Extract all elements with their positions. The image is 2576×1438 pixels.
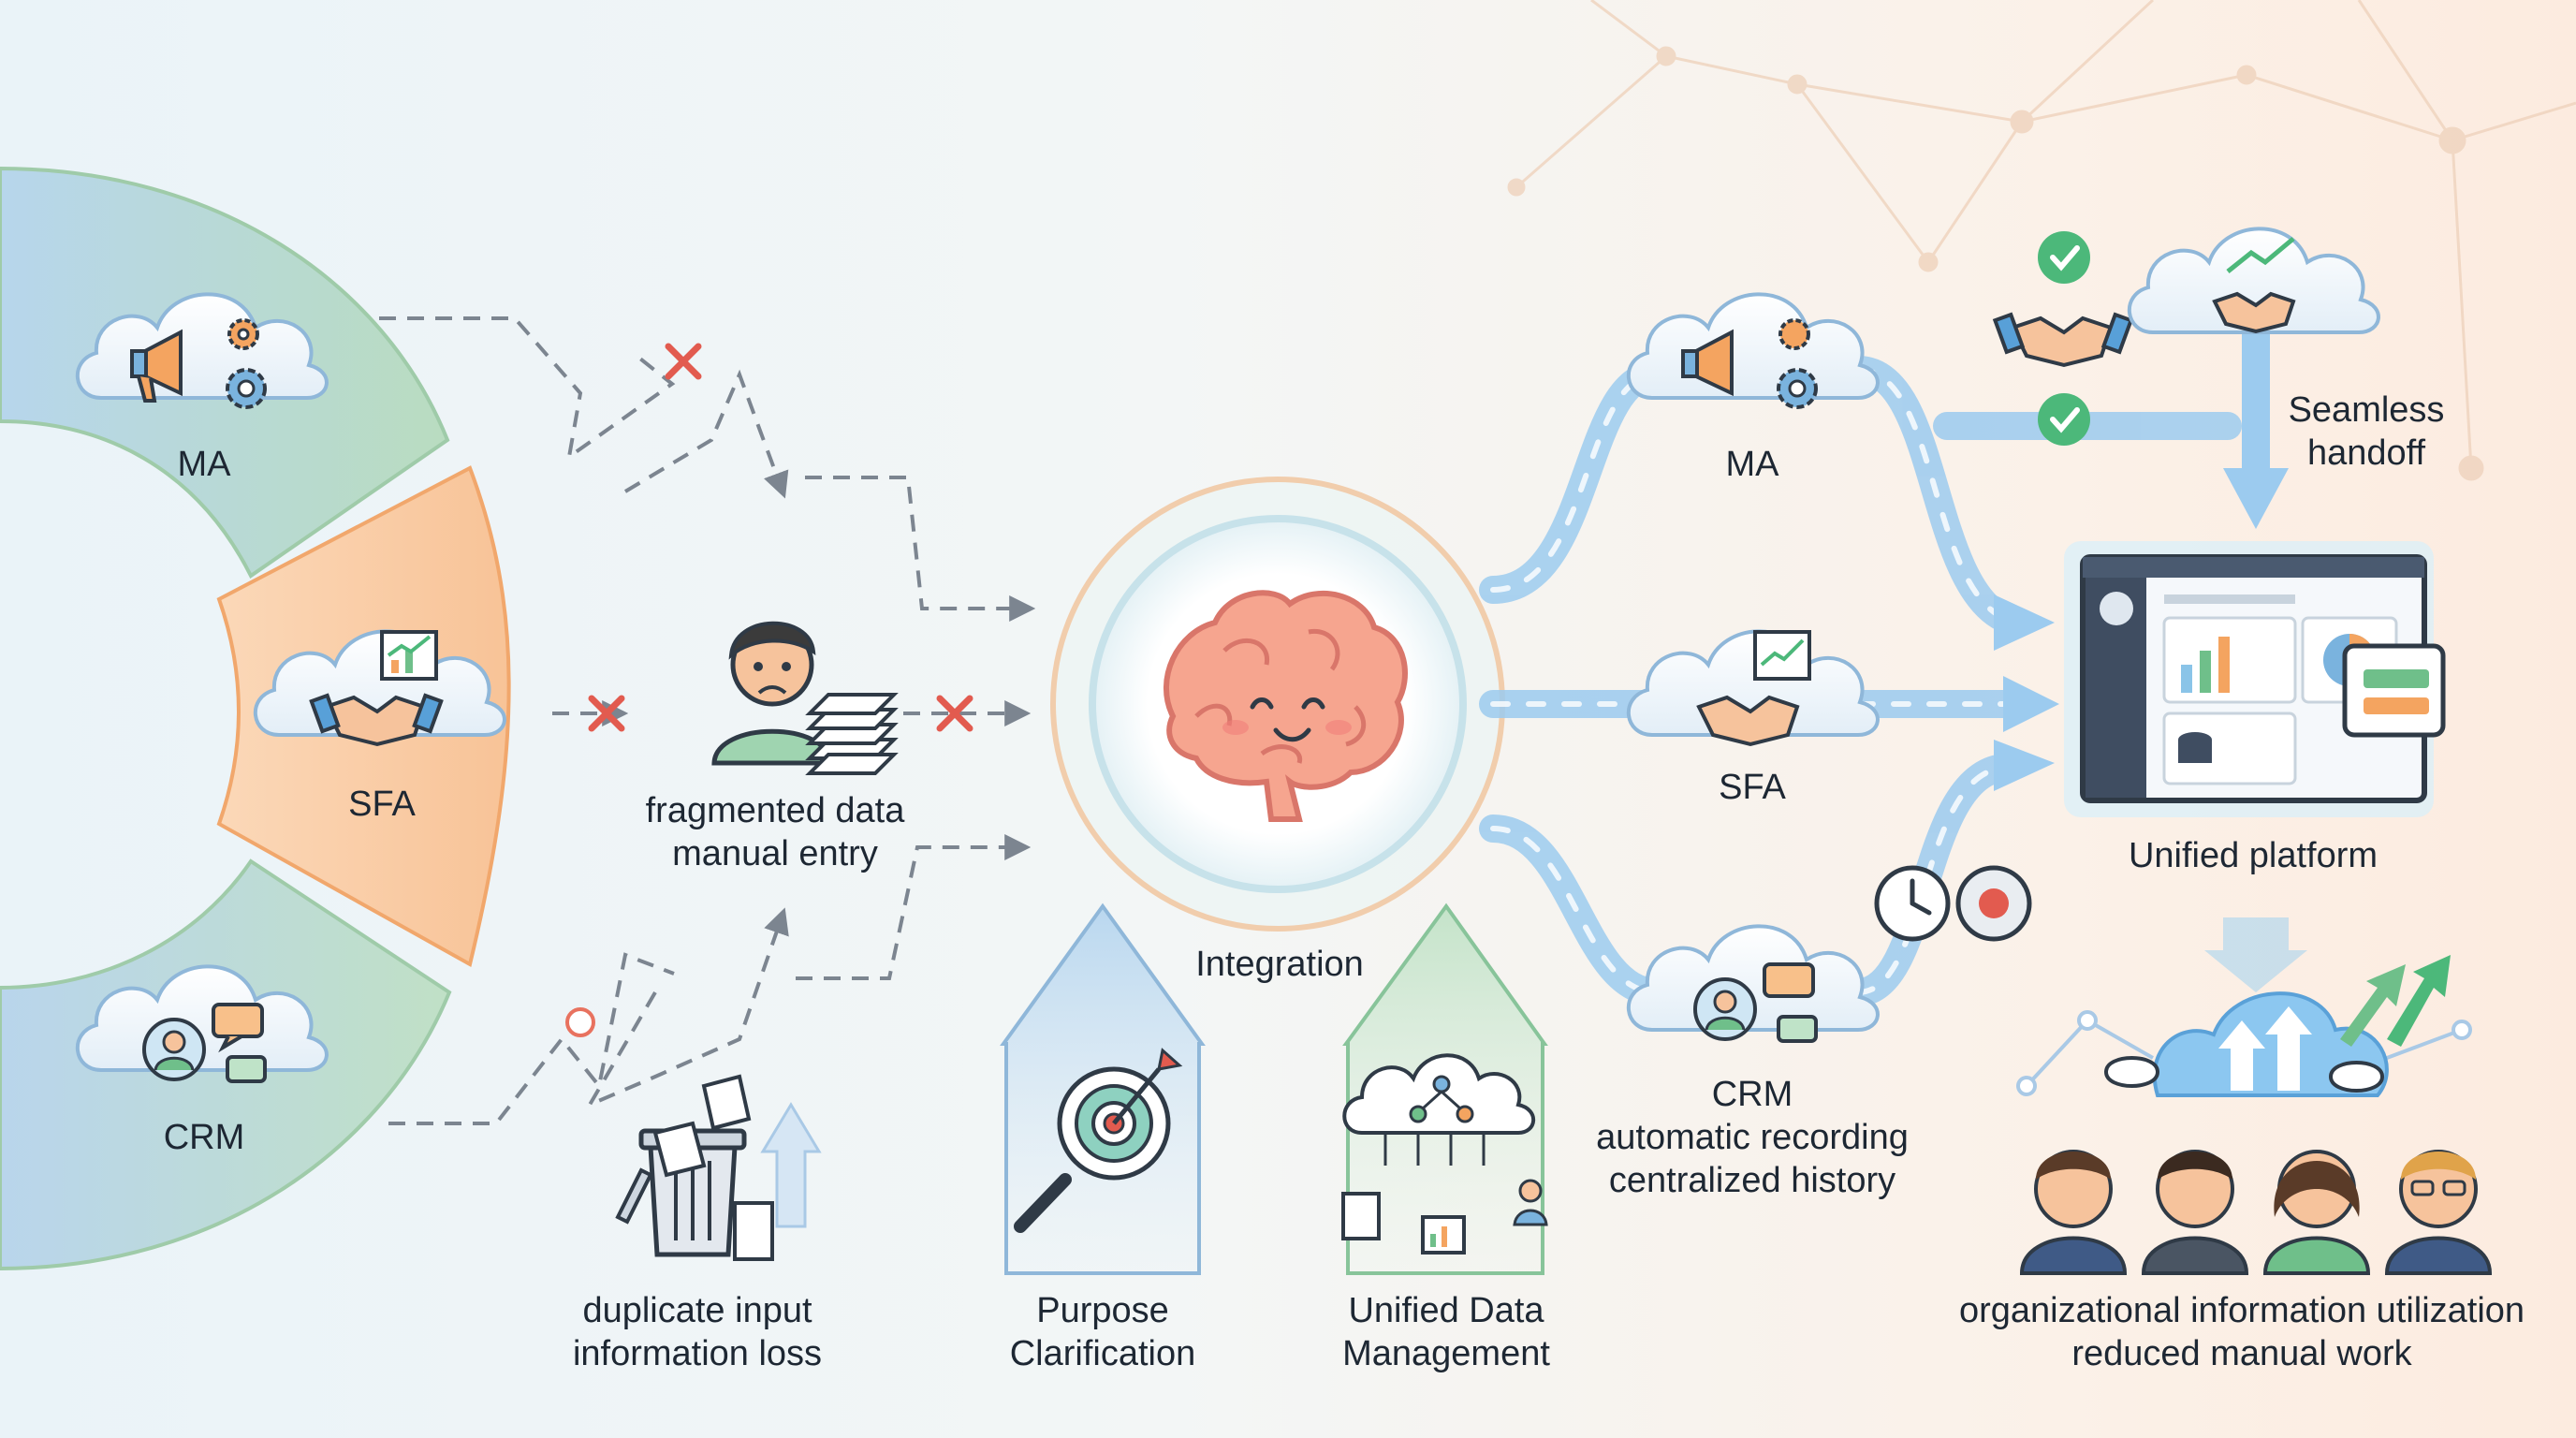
handoff-line2: handoff <box>2306 433 2426 473</box>
left-sfa-label: SFA <box>348 785 416 824</box>
chart-icon <box>1753 630 1811 681</box>
network-background <box>1507 0 2576 481</box>
error-x-icon <box>936 695 973 732</box>
fragmented-line1: fragmented data <box>645 791 905 830</box>
right-sfa-label: SFA <box>1719 768 1786 807</box>
unified-data-label: Unified Data Management <box>1342 1289 1550 1375</box>
target-icon <box>1057 1048 1183 1181</box>
unified-data-icon <box>1341 1053 1548 1255</box>
downward-glow-arrow <box>2204 917 2307 992</box>
unified-line2: Management <box>1342 1334 1550 1373</box>
record-icon <box>1955 865 2032 942</box>
clock-icon <box>1874 865 1951 942</box>
left-ma-label: MA <box>177 445 231 484</box>
purpose-line1: Purpose <box>1036 1291 1169 1330</box>
document-stack-icon <box>805 693 899 775</box>
outcome-line1: organizational information utilization <box>1958 1291 2525 1330</box>
left-ma-cloud <box>75 292 329 409</box>
right-crm-cloud <box>1626 924 1880 1043</box>
left-sfa-cloud <box>253 629 506 747</box>
right-ma-cloud <box>1626 292 1880 409</box>
chat-icon <box>1777 1015 1818 1043</box>
gear-icon <box>226 368 267 409</box>
megaphone-icon <box>130 329 183 403</box>
outcome-line2: reduced manual work <box>2071 1334 2412 1373</box>
fragmented-line2: manual entry <box>672 834 878 873</box>
chat-icon <box>1763 962 1815 998</box>
duplicate-line1: duplicate input <box>582 1291 812 1330</box>
handshake-icon <box>309 693 444 747</box>
broken-node-icon <box>565 1007 595 1037</box>
handoff-line1: Seamless <box>2288 390 2445 430</box>
check-icon <box>2038 393 2090 446</box>
magnifier-icon <box>1014 1173 1072 1233</box>
trash-icon <box>615 1128 747 1257</box>
handoff-cloud <box>2127 227 2380 334</box>
error-x-icon <box>665 343 702 380</box>
right-crm-line3: centralized history <box>1608 1161 1896 1200</box>
left-crm-cloud <box>75 964 329 1083</box>
broken-connections <box>379 316 1036 1125</box>
person-icon <box>142 1018 206 1081</box>
right-crm-title: CRM <box>1711 1075 1793 1114</box>
handshake-icon <box>1696 695 1800 747</box>
gear-icon <box>227 318 259 350</box>
chat-icon <box>226 1055 267 1083</box>
purpose-line2: Clarification <box>1009 1334 1196 1373</box>
right-ma-label: MA <box>1725 445 1779 484</box>
duplicate-input-label: duplicate input information loss <box>573 1289 822 1375</box>
purpose-label: Purpose Clarification <box>1010 1289 1196 1375</box>
right-sfa-cloud <box>1626 629 1880 747</box>
unified-platform-label: Unified platform <box>2128 836 2378 875</box>
brain-icon <box>1163 590 1408 822</box>
dashboard-icon <box>2064 541 2446 817</box>
gear-icon <box>1778 318 1810 350</box>
chat-icon <box>212 1003 264 1053</box>
gear-icon <box>1777 368 1818 409</box>
check-icon <box>2038 231 2090 284</box>
duplicate-line2: information loss <box>572 1334 823 1373</box>
confused-person-icon <box>711 621 833 766</box>
right-crm-label: CRM automatic recording centralized hist… <box>1596 1073 1909 1202</box>
megaphone-icon <box>1681 329 1734 397</box>
handshake-icon <box>1992 312 2134 368</box>
outcome-label: organizational information utilization r… <box>1959 1289 2525 1375</box>
handshake-icon <box>2212 291 2296 334</box>
seamless-handoff-label: Seamless handoff <box>2289 389 2445 475</box>
fragmented-data-label: fragmented data manual entry <box>646 789 905 875</box>
chart-icon <box>380 630 438 681</box>
document-icon <box>652 1074 774 1261</box>
team-icon <box>2016 955 2493 1275</box>
integration-label: Integration <box>1195 945 1364 984</box>
person-icon <box>1693 977 1757 1041</box>
up-arrow-faint <box>760 1102 822 1228</box>
unified-line1: Unified Data <box>1348 1291 1544 1330</box>
right-crm-line2: automatic recording <box>1596 1118 1909 1157</box>
left-crm-label: CRM <box>163 1118 245 1157</box>
error-x-icon <box>588 695 625 732</box>
